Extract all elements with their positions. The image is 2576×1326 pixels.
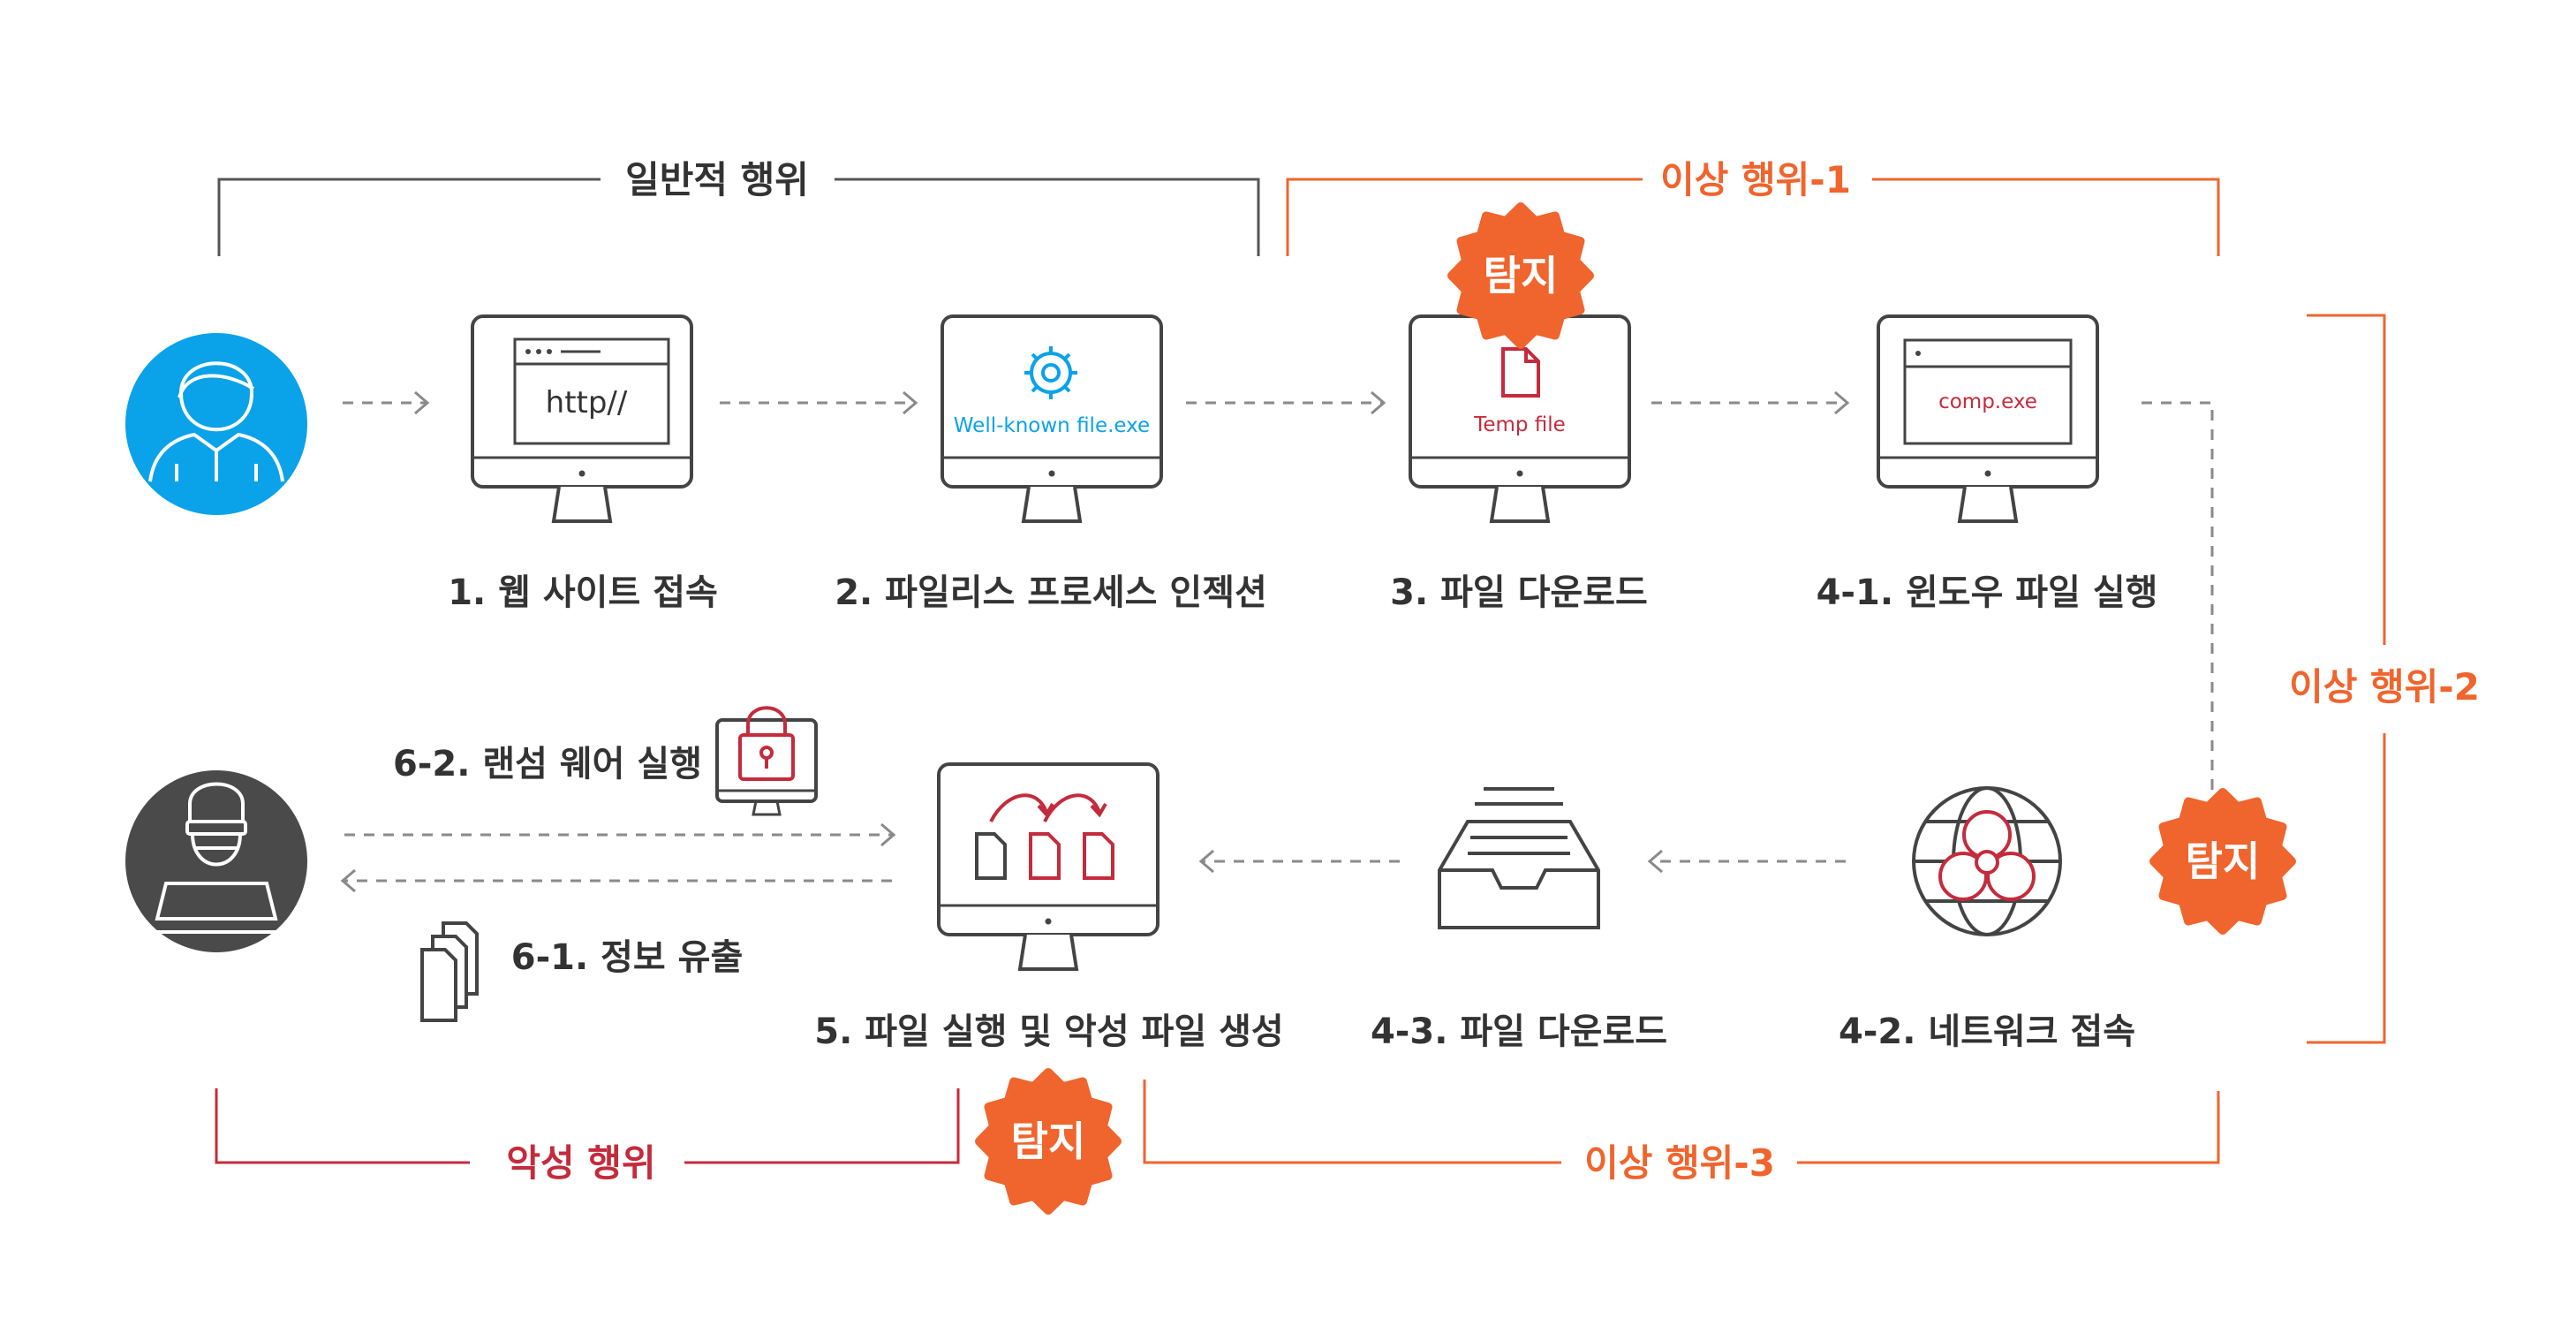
step-2-label: 2. 파일리스 프로세스 인젝션 bbox=[835, 572, 1267, 613]
lock-monitor bbox=[715, 706, 818, 816]
monitor-web: http// bbox=[471, 314, 693, 523]
file-icon bbox=[1501, 347, 1540, 398]
step-43-label: 4-3. 파일 다운로드 bbox=[1371, 1012, 1667, 1052]
step-41-label: 4-1. 윈도우 파일 실행 bbox=[1817, 572, 2158, 613]
section-abnormal3-label: 이상 행위-3 bbox=[1584, 1141, 1775, 1185]
temp-text: Temp file bbox=[1473, 413, 1566, 436]
flow-arrows bbox=[340, 390, 2214, 893]
biohazard-icon bbox=[1938, 810, 2036, 901]
gear-icon bbox=[1024, 346, 1077, 399]
monitor-malware bbox=[937, 762, 1160, 971]
monitor-wellknown: Well-known file.exe bbox=[941, 314, 1163, 523]
lock-icon bbox=[738, 706, 795, 781]
hacker-node bbox=[125, 770, 307, 952]
user-node bbox=[125, 333, 307, 515]
badge-network: 탐지 bbox=[2149, 788, 2296, 935]
bracket-abnormal-3: 이상 행위-3 bbox=[1143, 1080, 2220, 1185]
badge-file-download: 탐지 bbox=[1447, 202, 1594, 349]
arrow-from-malicious-pc bbox=[340, 868, 892, 893]
wellknown-text: Well-known file.exe bbox=[954, 414, 1150, 437]
step-62-label: 6-2. 랜섬 웨어 실행 bbox=[393, 744, 702, 784]
step-42-label: 4-2. 네트워크 접속 bbox=[1839, 1012, 2135, 1052]
tray-icon bbox=[1438, 787, 1600, 929]
step-61-label: 6-1. 정보 유출 bbox=[511, 937, 744, 978]
monitor-temp: Temp file bbox=[1409, 314, 1631, 523]
arrow-42-43 bbox=[1647, 849, 1846, 874]
badge-file-download-label: 탐지 bbox=[1484, 252, 1559, 299]
step-1-label: 1. 웹 사이트 접속 bbox=[448, 572, 718, 613]
badge-malware-label: 탐지 bbox=[1011, 1118, 1086, 1165]
section-normal-label: 일반적 행위 bbox=[625, 158, 809, 201]
hacker-icon bbox=[150, 782, 283, 934]
step-3-label: 3. 파일 다운로드 bbox=[1390, 572, 1648, 613]
arrow-1-2 bbox=[343, 390, 430, 415]
badge-malware: 탐지 bbox=[975, 1068, 1122, 1215]
bracket-abnormal-2: 이상 행위-2 bbox=[2289, 314, 2480, 1044]
arrow-2-3 bbox=[720, 390, 918, 415]
bracket-normal: 일반적 행위 bbox=[217, 158, 1260, 256]
network-node bbox=[1912, 786, 2062, 936]
comp-text: comp.exe bbox=[1938, 390, 2037, 413]
arrow-3-4 bbox=[1186, 390, 1386, 415]
section-abnormal1-label: 이상 행위-1 bbox=[1660, 158, 1851, 201]
bracket-abnormal-1: 이상 행위-1 bbox=[1286, 158, 2220, 256]
section-malicious-label: 악성 행위 bbox=[506, 1141, 655, 1185]
monitor-comp: comp.exe bbox=[1877, 314, 2099, 523]
step-5-label: 5. 파일 실행 및 악성 파일 생성 bbox=[814, 1012, 1283, 1052]
user-icon bbox=[148, 361, 284, 482]
arrow-4-5 bbox=[1651, 390, 1850, 415]
section-abnormal2-label: 이상 행위-2 bbox=[2289, 665, 2480, 708]
bracket-malicious: 악성 행위 bbox=[215, 1088, 960, 1185]
documents-icon bbox=[420, 921, 479, 1022]
arrow-to-malicious-pc bbox=[344, 822, 896, 847]
arrow-43-5 bbox=[1198, 849, 1400, 874]
badge-network-label: 탐지 bbox=[2186, 837, 2261, 885]
http-text: http// bbox=[546, 385, 628, 421]
